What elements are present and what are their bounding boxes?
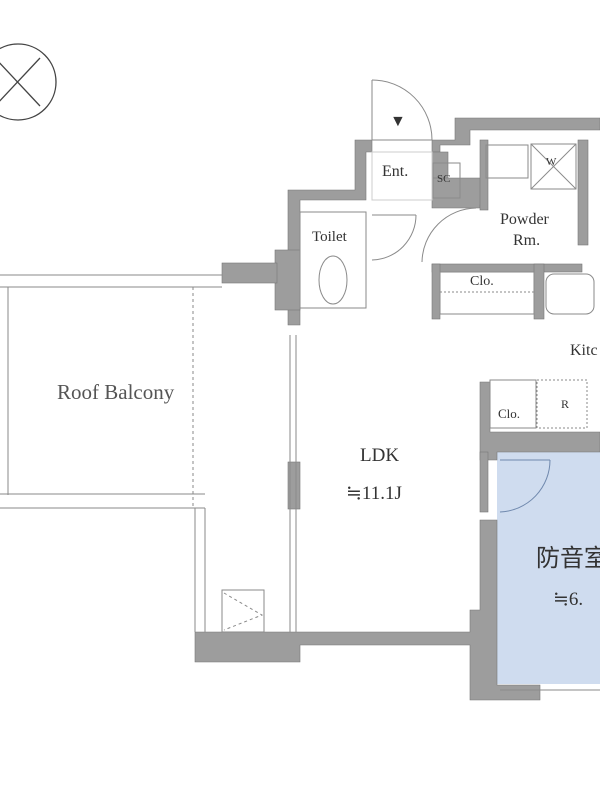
room-label-powder-room-2: Rm. — [513, 232, 541, 249]
walls — [194, 117, 600, 701]
room-label-entrance: Ent. — [382, 163, 409, 180]
compass-icon — [0, 43, 57, 121]
room-label-powder-room: Powder — [500, 211, 549, 228]
soundproof-room-fill — [497, 452, 600, 684]
refrigerator-label: R — [561, 397, 570, 411]
room-label-closet-2: Clo. — [498, 406, 521, 421]
room-label-soundproof: 防音室 — [536, 546, 600, 572]
ldk-area: ≒11.1J — [346, 483, 402, 504]
entrance-direction-icon: ▼ — [390, 113, 406, 130]
room-label-roof-balcony: Roof Balcony — [57, 380, 175, 404]
room-label-ldk: LDK — [360, 445, 400, 466]
room-label-closet: Clo. — [470, 274, 494, 289]
room-label-kitchen: Kitc — [570, 342, 598, 359]
washer-label: W — [546, 156, 557, 168]
room-label-toilet: Toilet — [312, 229, 347, 245]
soundproof-area: ≒6. — [553, 589, 584, 610]
room-label-shoe-closet: SC — [437, 173, 451, 185]
plan-lines — [0, 79, 600, 691]
